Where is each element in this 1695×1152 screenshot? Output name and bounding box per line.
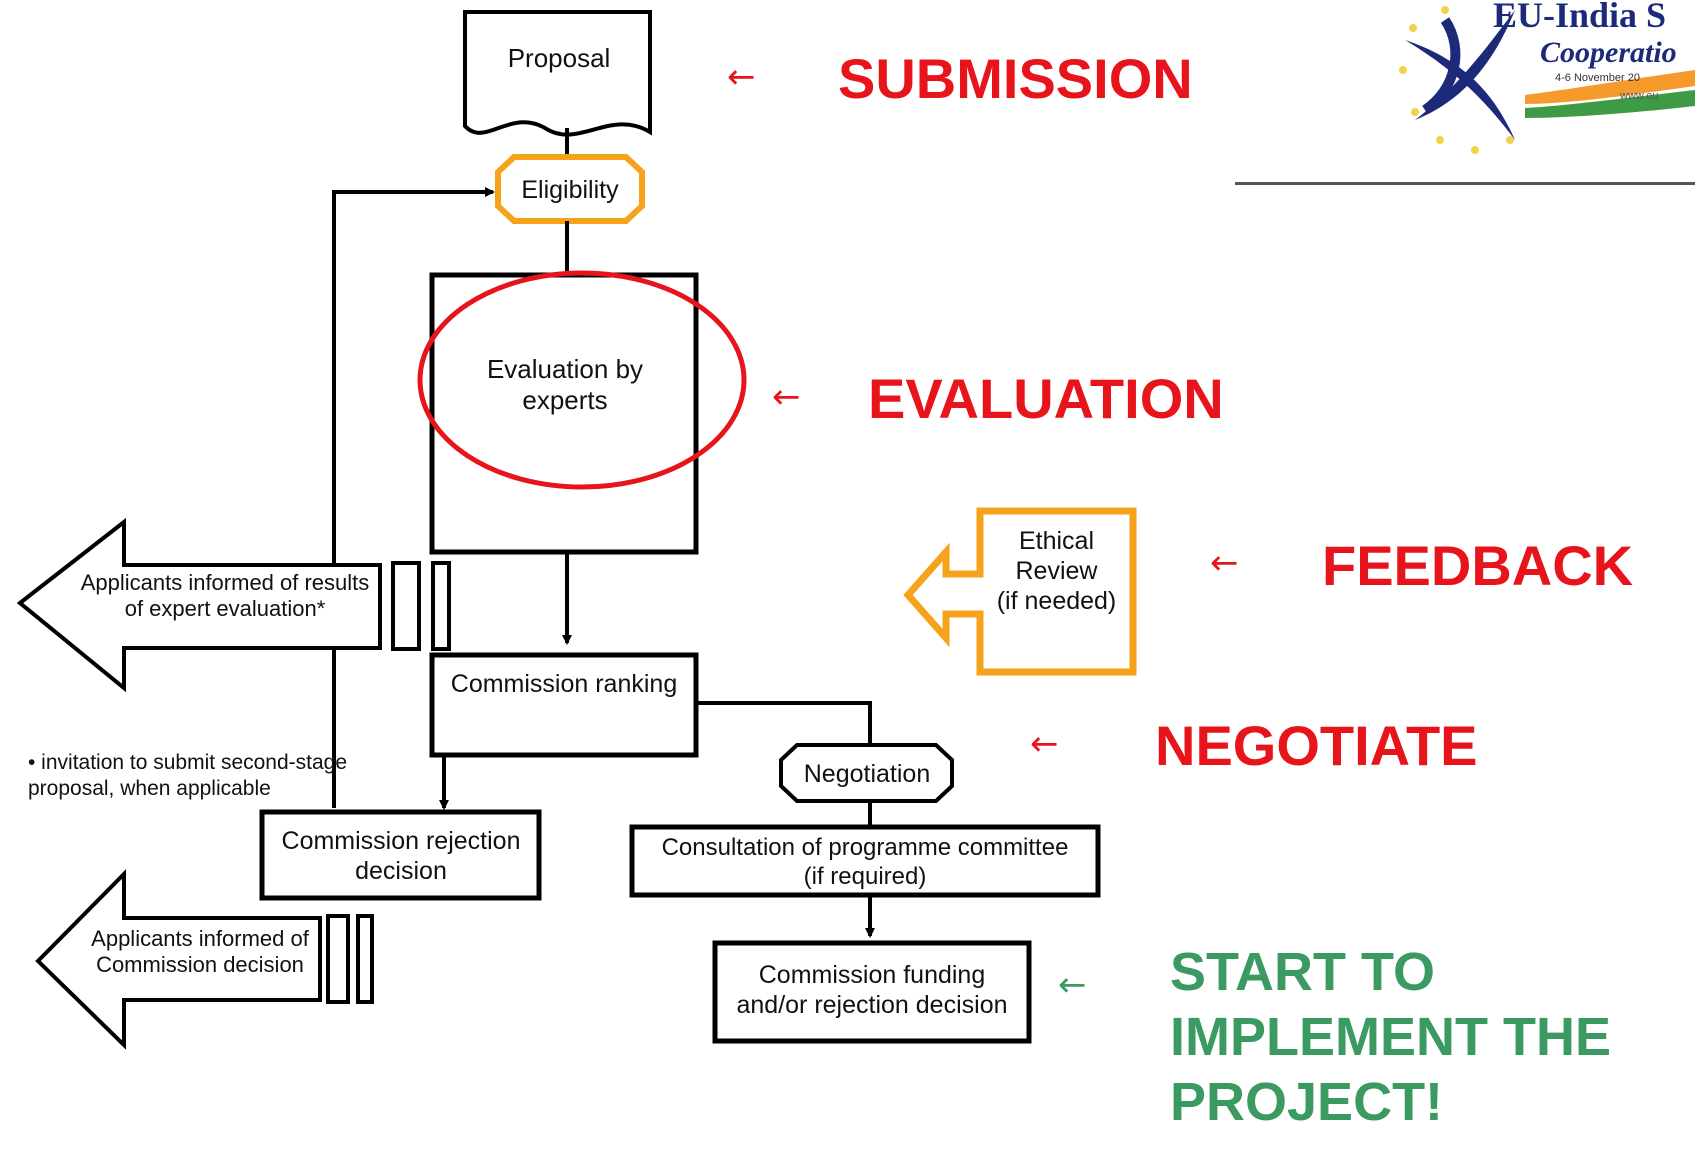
proposal-label: Proposal	[507, 43, 611, 74]
applicants-decision-label: Applicants informed of Commission decisi…	[91, 925, 309, 977]
stage-negotiate: NEGOTIATE	[1155, 714, 1478, 777]
rejection-decision-label: Commission rejection decision	[281, 827, 521, 885]
proposal-shape	[463, 10, 652, 137]
connector-ranking-negotiation	[696, 701, 872, 745]
funding-decision-box	[712, 940, 1032, 1044]
decision-arrow-bar-1	[326, 914, 350, 1004]
ethical-review-arrow	[903, 507, 1137, 676]
commission-ranking-label: Commission ranking	[450, 670, 678, 698]
decision-arrow-bar-2	[356, 914, 374, 1004]
implement-arrow-icon: ←	[1058, 965, 1087, 1005]
feedback-arrow-icon: ←	[1210, 543, 1239, 583]
results-arrow-bar-1	[391, 561, 421, 651]
submission-arrow-icon: ←	[727, 57, 756, 97]
applicants-decision-arrow	[35, 869, 322, 1050]
eligibility-shape	[495, 154, 645, 224]
results-arrow-bar-2	[431, 561, 451, 651]
stage-feedback: FEEDBACK	[1322, 534, 1634, 597]
evaluation-label: Evaluation by experts	[486, 353, 644, 415]
funding-decision-label: Commission funding and/or rejection deci…	[736, 961, 1008, 1019]
header-divider	[1235, 182, 1695, 185]
negotiation-label: Negotiation	[803, 760, 931, 788]
logo-web: www.eu	[1620, 90, 1659, 102]
logo-emblem-icon	[1399, 6, 1695, 154]
logo-title: EU-India S	[1493, 0, 1667, 35]
ethical-review-label: Ethical Review (if needed)	[996, 527, 1117, 615]
consultation-box	[629, 824, 1101, 898]
stage-submission: SUBMISSION	[838, 47, 1193, 110]
evaluation-highlight-ellipse	[417, 270, 747, 490]
logo-subtitle: Cooperatio	[1540, 36, 1677, 69]
negotiation-shape	[779, 743, 954, 803]
eligibility-label: Eligibility	[521, 176, 619, 204]
evaluation-arrow-icon: ←	[772, 377, 801, 417]
logo-date: 4-6 November 20	[1555, 72, 1640, 84]
consultation-label: Consultation of programme committee (if …	[661, 834, 1069, 890]
applicants-results-arrow	[16, 517, 382, 693]
footnote-text: • invitation to submit second-stage prop…	[28, 751, 348, 801]
stage-implement: START TO IMPLEMENT THE PROJECT!	[1170, 942, 1611, 1132]
negotiate-arrow-icon: ←	[1030, 724, 1059, 764]
eu-india-logo: EU-India S Cooperatio 4-6 November 20 ww…	[1395, 0, 1695, 160]
applicants-results-label: Applicants informed of results of expert…	[80, 569, 370, 621]
commission-ranking-box	[429, 652, 699, 758]
rejection-decision-box	[259, 809, 542, 901]
stage-evaluation: EVALUATION	[868, 367, 1224, 430]
